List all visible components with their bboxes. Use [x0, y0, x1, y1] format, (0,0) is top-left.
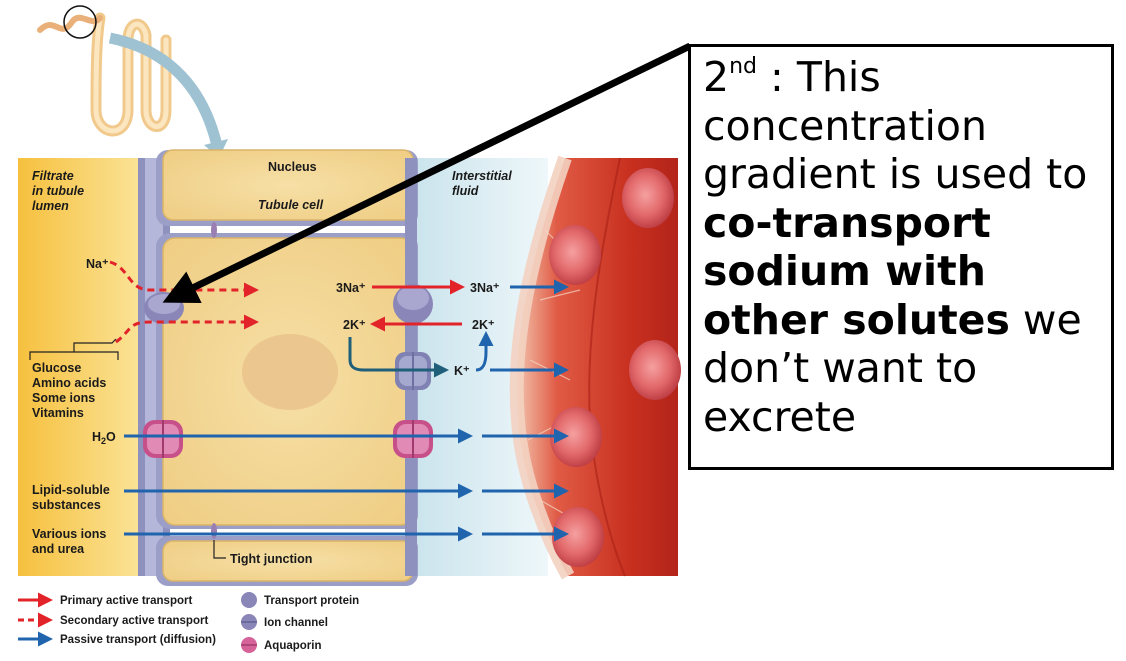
sodium-entry-arrow: [109, 260, 259, 298]
tubule-cell-label: Tubule cell: [258, 198, 324, 212]
nucleus-label: Nucleus: [268, 160, 317, 174]
cotransport-arrow: [115, 314, 259, 344]
solute-glucose: Glucose: [32, 361, 81, 375]
solute-bracket: [29, 338, 119, 360]
nephron-thumbnail: [37, 5, 228, 158]
callout-text-1: : This concentration gradient is used to: [703, 53, 1088, 198]
aquaporin-basolateral: [393, 420, 433, 458]
solute-amino-acids: Amino acids: [32, 376, 106, 390]
red-blood-cell: [549, 225, 601, 285]
legend-transport-protein-icon: [241, 592, 257, 608]
potassium-return-arrow: [475, 331, 494, 372]
interstitial-label-2: fluid: [452, 184, 479, 198]
filtrate-label-2: in tubule: [32, 184, 84, 198]
legend-aquaporin-label: Aquaporin: [264, 640, 322, 652]
lipid-label-2: substances: [32, 498, 101, 512]
filtrate-label-3: lumen: [32, 199, 69, 213]
callout-ordinal-suffix: nd: [729, 54, 758, 79]
zoom-arrow-icon: [204, 139, 228, 158]
legend: Primary active transport Secondary activ…: [18, 592, 359, 653]
legend-transport-protein-label: Transport protein: [264, 595, 359, 607]
red-blood-cell: [629, 340, 681, 400]
potassium2-right-label: 2K⁺: [472, 318, 495, 332]
red-blood-cell: [550, 407, 602, 467]
legend-primary-label: Primary active transport: [60, 595, 192, 607]
sodium3-right-label: 3Na⁺: [470, 281, 500, 295]
ions-label-2: and urea: [32, 542, 85, 556]
legend-secondary-label: Secondary active transport: [60, 615, 208, 627]
callout-pointer-arrow: [162, 42, 692, 304]
lipid-label-1: Lipid-soluble: [32, 483, 110, 497]
aquaporin-apical: [143, 420, 183, 458]
zoom-circle: [63, 5, 97, 39]
sodium3-left-label: 3Na⁺: [336, 281, 366, 295]
nucleus-shape: [242, 334, 338, 410]
callout-bold-text: co-transport sodium with other solutes: [703, 198, 1010, 344]
callout-text-2: we don’t want to excrete: [703, 295, 1082, 441]
potassium2-left-label: 2K⁺: [343, 318, 366, 332]
sodium-potassium-pump: [393, 284, 433, 324]
tubule-cells: [156, 149, 418, 586]
tight-junction-leader: [213, 540, 226, 559]
red-blood-cell: [552, 507, 604, 567]
sodium-in-label: Na⁺: [86, 257, 109, 271]
filtrate-label-1: Filtrate: [32, 169, 74, 183]
ions-label-1: Various ions: [32, 527, 106, 541]
legend-passive-label: Passive transport (diffusion): [60, 634, 216, 646]
tight-junction-label: Tight junction: [230, 552, 312, 566]
solute-vitamins: Vitamins: [32, 406, 84, 420]
callout-ordinal: 2: [703, 53, 730, 101]
potassium-label: K⁺: [454, 364, 470, 378]
interstitial-label-1: Interstitial: [452, 169, 512, 183]
water-label: H2O: [92, 430, 116, 446]
blood-vessel: [509, 155, 681, 580]
explanation-callout: 2nd : This concentration gradient is use…: [688, 44, 1114, 470]
legend-ion-channel-label: Ion channel: [264, 617, 328, 629]
tight-junction-top: [211, 222, 217, 238]
red-blood-cell: [622, 168, 674, 228]
tight-junction-bottom: [211, 523, 217, 539]
potassium-leak-arrow: [348, 337, 449, 378]
tubule-lumen-region: [18, 158, 148, 576]
solute-some-ions: Some ions: [32, 391, 95, 405]
